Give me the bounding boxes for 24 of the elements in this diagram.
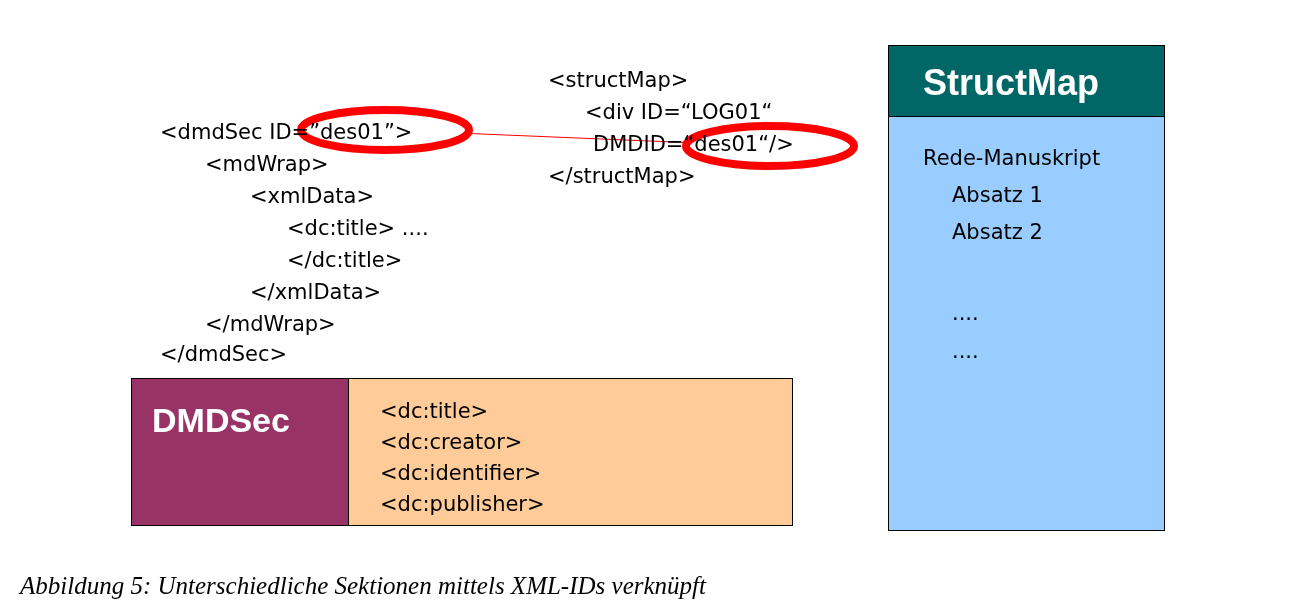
code-line: </dmdSec>: [160, 342, 288, 366]
tree-item: Absatz 1: [952, 183, 1043, 207]
tree-item: ....: [952, 339, 979, 363]
field-name: <dc:identifier>: [380, 461, 542, 485]
tree-item: Absatz 2: [952, 220, 1043, 244]
field-name: <dc:publisher>: [380, 492, 545, 516]
tree-item: ....: [952, 301, 979, 325]
code-line: <xmlData>: [250, 184, 375, 208]
section-heading: DMDSec: [152, 401, 290, 440]
code-line: <structMap>: [548, 68, 689, 92]
section-heading: StructMap: [923, 62, 1099, 104]
field-name: <dc:title>: [380, 399, 489, 423]
section-box: [131, 378, 793, 526]
code-line: </xmlData>: [250, 280, 382, 304]
field-name: <dc:creator>: [380, 430, 523, 454]
code-line: </dc:title>: [287, 248, 403, 272]
code-line: <div ID=“LOG01“: [585, 100, 773, 124]
figure-caption: Abbildung 5: Unterschiedliche Sektionen mittels XML-IDs verknüpft: [20, 572, 706, 600]
code-line: </mdWrap>: [205, 312, 336, 336]
section-panel: [888, 45, 1165, 531]
code-line: <dc:title> ....: [287, 216, 429, 240]
code-line: </structMap>: [548, 164, 696, 188]
tree-item: Rede-Manuskript: [923, 146, 1101, 170]
code-line: <mdWrap>: [205, 152, 329, 176]
